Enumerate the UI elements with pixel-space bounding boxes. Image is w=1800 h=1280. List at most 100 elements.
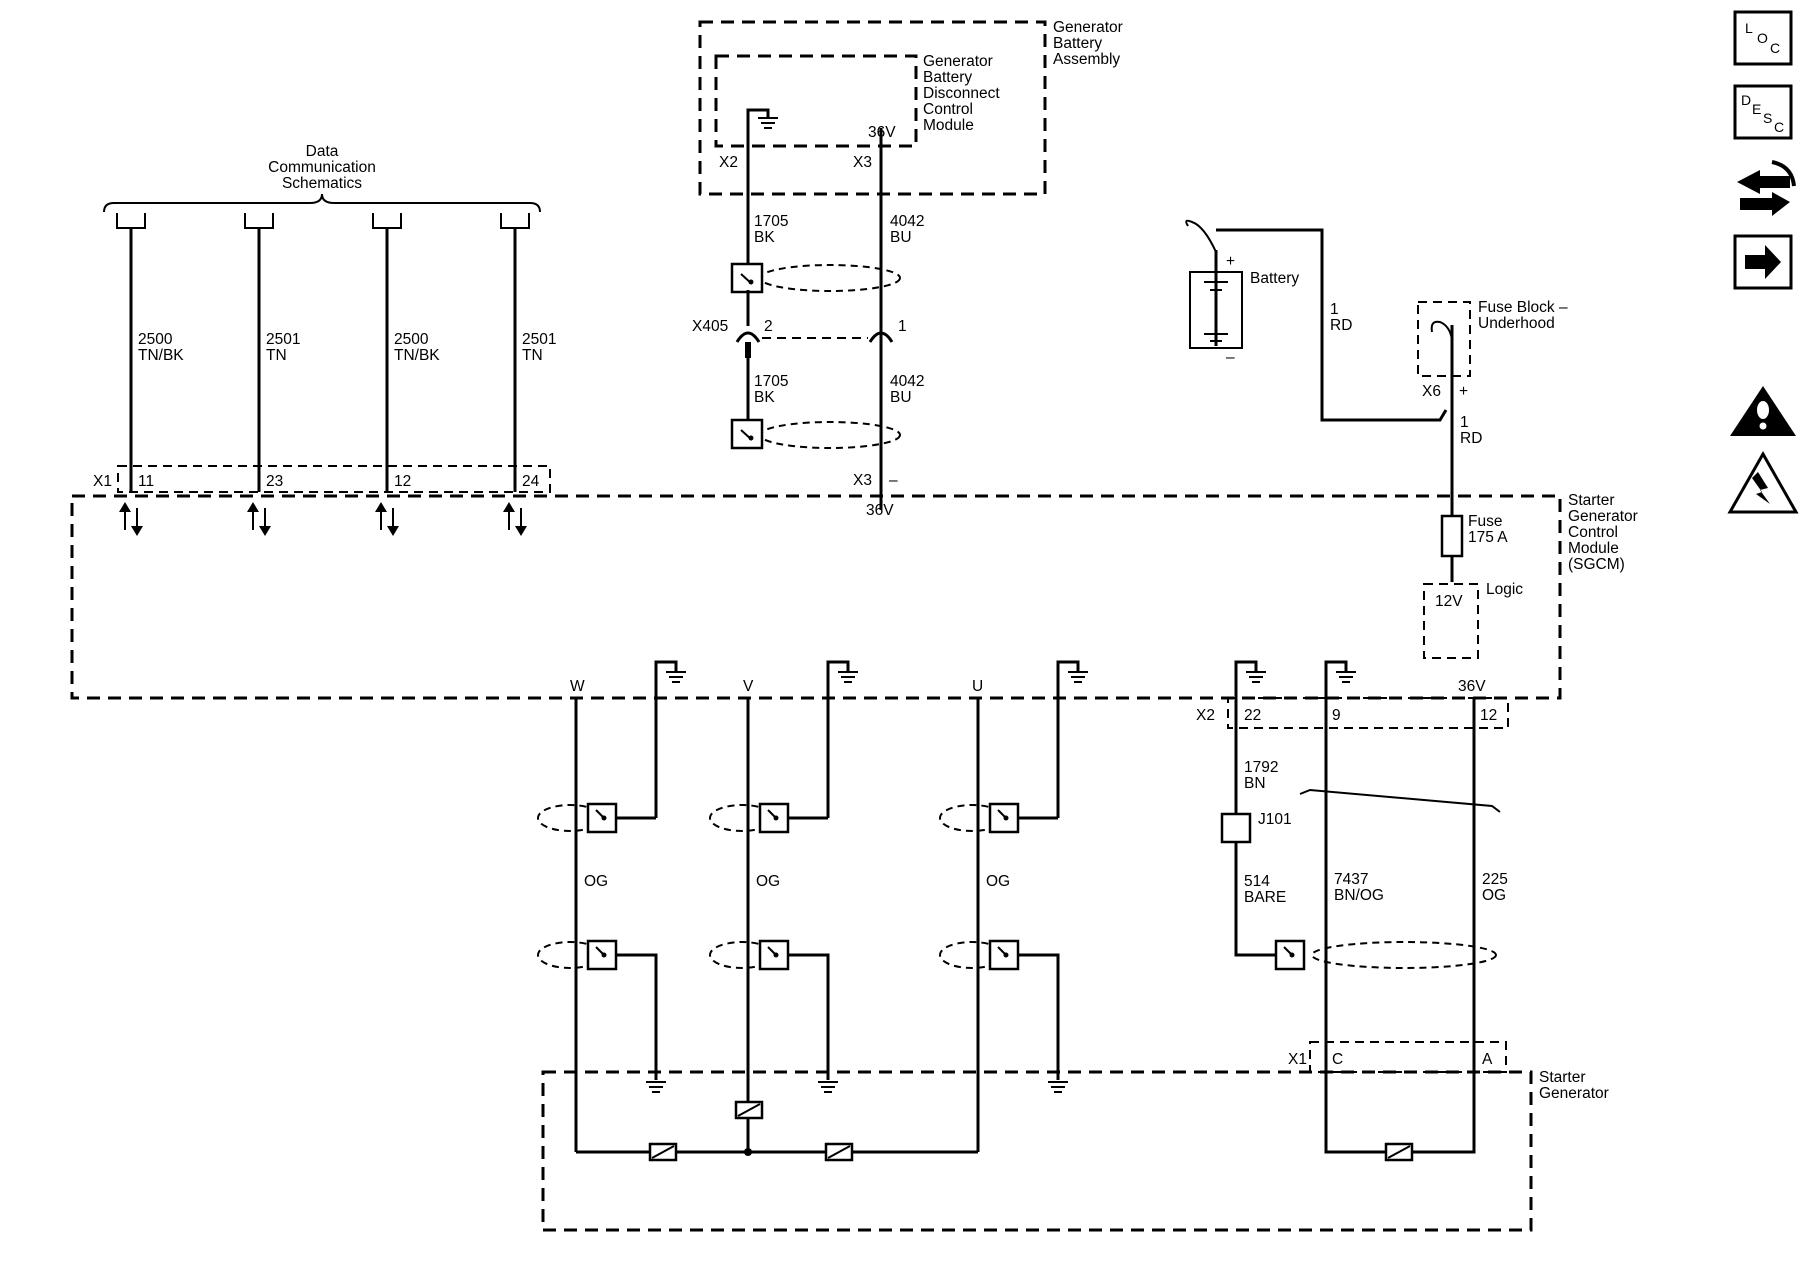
wire-4042-color: BU	[890, 229, 912, 246]
fuse-label: Fuse	[1468, 513, 1502, 530]
svg-text:E: E	[1752, 101, 1761, 117]
sgcm-36v-top: 36V	[866, 502, 894, 519]
phase-wires: W V U OG OG OG	[570, 678, 1010, 1152]
wire-2501-color-b: TN	[522, 347, 543, 364]
fuse-block-label-2: Underhood	[1478, 315, 1555, 332]
next-arrow-icon[interactable]	[1733, 234, 1793, 290]
ground-icon	[818, 1081, 838, 1093]
gba-label-1: Generator	[1053, 19, 1123, 36]
ground-icon	[826, 660, 858, 818]
sgcm-label-5: (SGCM)	[1568, 556, 1625, 573]
og-label-v: OG	[756, 873, 780, 890]
wire-2500-num-b: 2500	[394, 331, 429, 348]
svg-text:O: O	[1757, 30, 1768, 46]
starter-gen-label-1: Starter	[1539, 1069, 1586, 1086]
x405-pin-2: 2	[764, 318, 773, 335]
data-comm-label-2: Communication	[268, 159, 376, 176]
battery-plus: +	[1226, 253, 1235, 270]
wire-7437-color: BN/OG	[1334, 887, 1384, 904]
battery: Battery + –	[1185, 219, 1299, 366]
sgcm-label-1: Starter	[1568, 492, 1615, 509]
ground-icon	[1048, 1081, 1068, 1093]
x3-minus: –	[889, 472, 898, 489]
phase-shields-upper	[537, 802, 1058, 834]
data-communication-group: Data Communication Schematics	[103, 143, 541, 213]
wire-2500-num-a: 2500	[138, 331, 173, 348]
logic-voltage: 12V	[1435, 593, 1463, 610]
shield-middle	[730, 418, 901, 450]
x1-top-connector: X1 11 23 12 24	[93, 465, 551, 493]
splice-j101: J101	[1220, 811, 1292, 844]
gbdcm-label-1: Generator	[923, 53, 993, 70]
fuse-block-label-1: Fuse Block –	[1478, 299, 1568, 316]
x1-pin-c: C	[1332, 1051, 1343, 1068]
starter-generator: Starter Generator	[541, 1069, 1609, 1232]
wire-1792-color: BN	[1244, 775, 1266, 792]
x2-pin-22: 22	[1244, 707, 1261, 724]
wire-2500-color-b: TN/BK	[394, 347, 440, 364]
x1-pin-12: 12	[394, 473, 411, 490]
wire-2501-color-a: TN	[266, 347, 287, 364]
starter-generator-ground-icons	[646, 1081, 1068, 1093]
wire-2500-color-a: TN/BK	[138, 347, 184, 364]
svg-text:S: S	[1763, 110, 1772, 126]
wire-225-num: 225	[1482, 871, 1508, 888]
bidirectional-arrow-icon	[375, 502, 399, 536]
x2-pin-9: 9	[1332, 707, 1341, 724]
wire-2501-num-a: 2501	[266, 331, 300, 348]
location-icon[interactable]: L O C	[1733, 10, 1793, 66]
sgcm-module: Starter Generator Control Module (SGCM)	[70, 492, 1638, 700]
wire-514-color: BARE	[1244, 889, 1286, 906]
og-label-u: OG	[986, 873, 1010, 890]
wire-4042-num: 4042	[890, 213, 924, 230]
connector-icon[interactable]	[1737, 160, 1796, 216]
x1-pin-23: 23	[266, 473, 283, 490]
shield-upper	[730, 262, 901, 294]
wire-1705-color-lower: BK	[754, 389, 775, 406]
x3-top-label: X3	[853, 154, 872, 171]
ground-icon	[646, 1081, 666, 1093]
phase-u-label: U	[972, 678, 983, 695]
x405-pin-1: 1	[898, 318, 907, 335]
shield-lower-right	[1274, 939, 1497, 971]
bidirectional-arrow-icon	[247, 502, 271, 536]
gbdcm-label-3: Disconnect	[923, 85, 1000, 102]
electrical-hazard-icon	[1727, 450, 1799, 514]
x3-sgcm-label: X3	[853, 472, 872, 489]
wire-1705-color: BK	[754, 229, 775, 246]
phase-w-label: W	[570, 678, 585, 695]
logic-block: Logic 12V	[1423, 581, 1523, 659]
x405-label: X405	[692, 318, 728, 335]
x2-bottom-connector: X2 22 9 12 36V	[1196, 678, 1509, 729]
fuse-block-underhood: Fuse Block – Underhood X6 +	[1417, 299, 1568, 520]
ground-icon	[1234, 660, 1266, 740]
bidirectional-arrow-icon	[503, 502, 527, 536]
x2-bottom-label: X2	[1196, 707, 1215, 724]
ground-icon	[1056, 660, 1088, 818]
phase-v-label: V	[743, 678, 754, 695]
og-label-w: OG	[584, 873, 608, 890]
x1-bottom-label: X1	[1288, 1051, 1307, 1068]
data-comm-label-1: Data	[306, 143, 339, 160]
x1-pin-a: A	[1482, 1051, 1493, 1068]
data-comm-label-3: Schematics	[282, 175, 362, 192]
x2-pin-12: 12	[1480, 707, 1497, 724]
description-icon[interactable]: D E S C	[1733, 84, 1793, 140]
fuse-175a: Fuse 175 A	[1440, 513, 1508, 558]
sgcm-36v-bottom: 36V	[1458, 678, 1486, 695]
splice-label: J101	[1258, 811, 1292, 828]
wire-7437-num: 7437	[1334, 871, 1368, 888]
phase-shields-lower	[537, 939, 1060, 1080]
ground-icon	[654, 660, 686, 818]
sgcm-ground-icons	[654, 660, 1356, 1150]
wire-4042-num-lower: 4042	[890, 373, 924, 390]
sgcm-label-4: Module	[1568, 540, 1619, 557]
gbdcm-ground-icon	[746, 108, 778, 200]
x6-label: X6	[1422, 383, 1441, 400]
wire-4042-color-lower: BU	[890, 389, 912, 406]
x1-pin-24: 24	[522, 473, 540, 490]
wire-1-color-a: RD	[1330, 317, 1352, 334]
wire-225-color: OG	[1482, 887, 1506, 904]
logic-label: Logic	[1486, 581, 1523, 598]
